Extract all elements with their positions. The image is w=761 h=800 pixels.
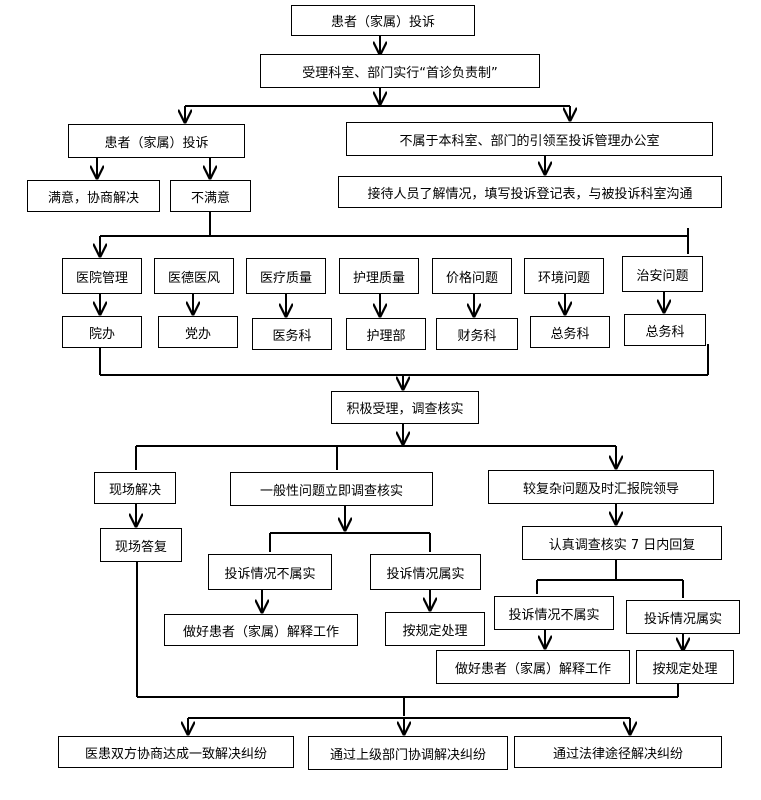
node-top-complaint: 患者（家属）投诉: [291, 5, 475, 36]
node-general-handle: 按规定处理: [385, 612, 485, 646]
node-patient-complaint: 患者（家属）投诉: [68, 124, 245, 158]
node-issue-medical-quality: 医疗质量: [246, 258, 326, 294]
node-outcome-superior-coordination: 通过上级部门协调解决纠纷: [308, 736, 508, 770]
node-reception: 接待人员了解情况，填写投诉登记表，与被投诉科室沟通: [338, 176, 722, 208]
node-issue-nursing-quality: 护理质量: [339, 258, 419, 294]
node-dept-general-affairs-1: 总务科: [530, 316, 610, 348]
node-complex-true: 投诉情况属实: [626, 600, 740, 634]
node-redirect-office: 不属于本科室、部门的引领至投诉管理办公室: [346, 122, 713, 156]
node-dept-nursing: 护理部: [346, 318, 426, 350]
node-issue-hospital-management: 医院管理: [62, 258, 142, 294]
node-issue-environment: 环境问题: [524, 258, 604, 294]
node-first-receiver: 受理科室、部门实行“首诊负责制”: [260, 54, 540, 88]
node-general-explain: 做好患者（家属）解释工作: [164, 614, 358, 646]
node-outcome-legal-route: 通过法律途径解决纠纷: [514, 736, 722, 768]
node-general-not-true: 投诉情况不属实: [208, 554, 332, 590]
node-satisfied: 满意，协商解决: [27, 180, 160, 212]
node-dept-president-office: 院办: [62, 316, 142, 348]
node-onsite-resolve: 现场解决: [94, 472, 176, 504]
node-active-accept: 积极受理，调查核实: [331, 391, 479, 424]
node-general-issue: 一般性问题立即调查核实: [230, 472, 433, 506]
node-onsite-reply: 现场答复: [100, 528, 182, 562]
node-unsatisfied: 不满意: [170, 180, 251, 212]
node-issue-security: 治安问题: [622, 256, 703, 292]
node-complex-explain: 做好患者（家属）解释工作: [436, 650, 630, 684]
node-dept-finance: 财务科: [436, 318, 518, 350]
node-dept-party-office: 党办: [158, 316, 238, 348]
node-complex-not-true: 投诉情况不属实: [494, 596, 614, 630]
node-dept-medical-affairs: 医务科: [252, 318, 332, 350]
node-serious-investigation: 认真调查核实 7 日内回复: [522, 526, 722, 560]
node-dept-general-affairs-2: 总务科: [624, 314, 706, 346]
node-outcome-mutual-agreement: 医患双方协商达成一致解决纠纷: [58, 736, 294, 768]
node-issue-medical-ethics: 医德医风: [154, 258, 234, 294]
node-complex-handle: 按规定处理: [636, 650, 734, 684]
node-complex-issue: 较复杂问题及时汇报院领导: [488, 470, 714, 504]
node-general-true: 投诉情况属实: [370, 554, 481, 590]
node-issue-pricing: 价格问题: [432, 258, 512, 294]
